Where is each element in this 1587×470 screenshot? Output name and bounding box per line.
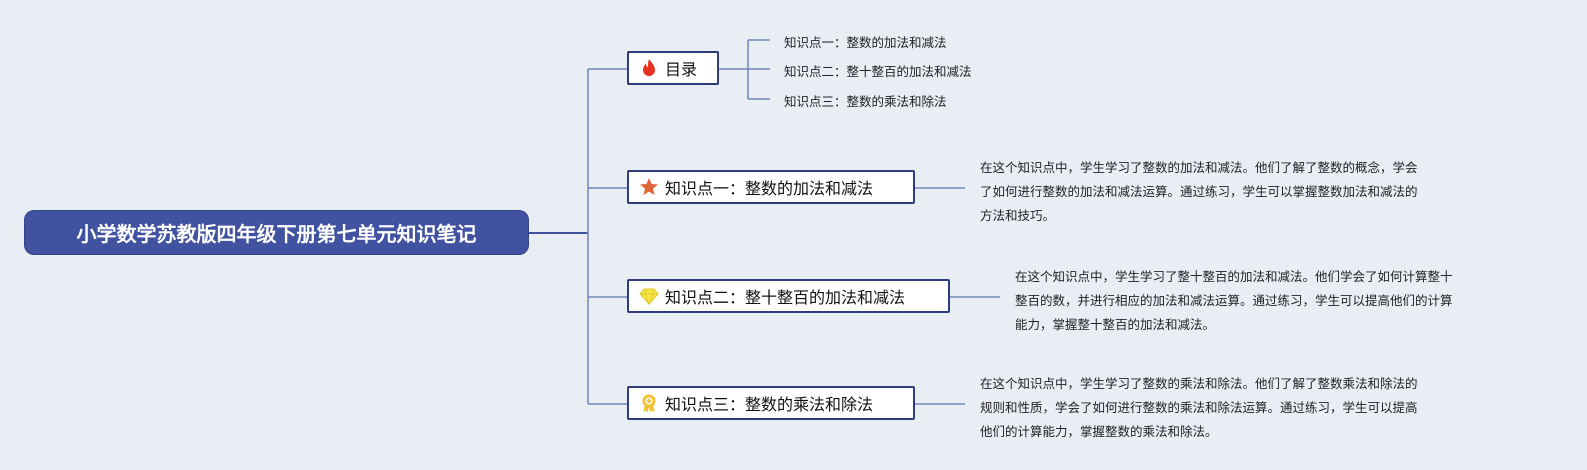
root-node[interactable]: 小学数学苏教版四年级下册第七单元知识笔记 <box>25 211 528 254</box>
point-node-3[interactable]: 知识点三：整数的乘法和除法 <box>627 386 915 420</box>
point-label: 知识点一：整数的加法和减法 <box>665 179 874 198</box>
toc-item[interactable]: 知识点一：整数的加法和减法 <box>784 35 947 50</box>
point-description-1: 在这个知识点中，学生学习了整数的加法和减法。他们了解了整数的概念，学会了如何进行… <box>980 160 1418 223</box>
point-label: 知识点二：整十整百的加法和减法 <box>665 288 906 307</box>
point-label: 知识点三：整数的乘法和除法 <box>665 395 874 414</box>
diamond-icon <box>639 288 659 306</box>
point-description-2: 在这个知识点中，学生学习了整十整百的加法和减法。他们学会了如何计算整十整百的数，… <box>1015 269 1453 332</box>
toc-label: 目录 <box>665 60 698 79</box>
toc-node[interactable]: 目录 <box>627 51 719 85</box>
toc-item[interactable]: 知识点三：整数的乘法和除法 <box>784 94 947 109</box>
medal-icon <box>642 394 656 413</box>
point-node-1[interactable]: 知识点一：整数的加法和减法 <box>627 170 915 204</box>
point-node-2[interactable]: 知识点二：整十整百的加法和减法 <box>627 279 950 313</box>
toc-item[interactable]: 知识点二：整十整百的加法和减法 <box>784 64 972 79</box>
root-title: 小学数学苏教版四年级下册第七单元知识笔记 <box>76 222 477 246</box>
point-description-3: 在这个知识点中，学生学习了整数的乘法和除法。他们了解了整数乘法和除法的规则和性质… <box>980 376 1418 439</box>
fire-icon <box>643 59 655 76</box>
star-icon <box>640 178 658 195</box>
